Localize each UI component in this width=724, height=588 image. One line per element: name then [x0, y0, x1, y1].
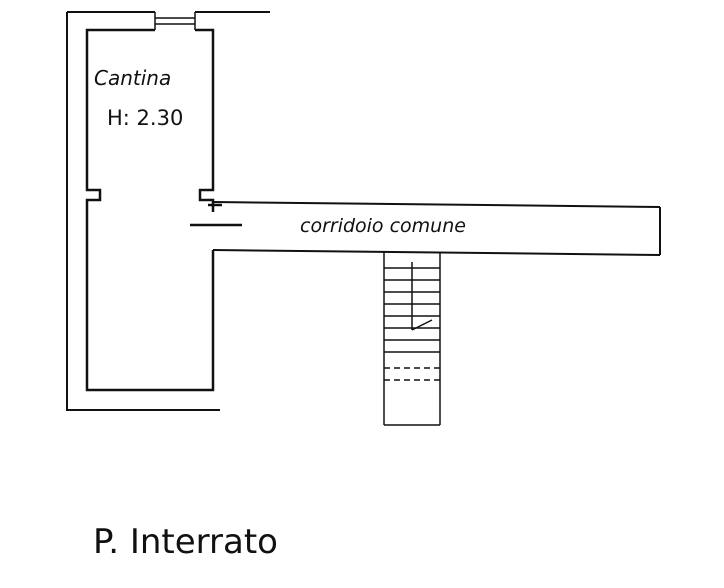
- outer-wall: [66, 11, 270, 411]
- cantina-label: Cantina: [94, 66, 171, 90]
- corridor-label: corridoio comune: [300, 215, 466, 237]
- plan-title: P. Interrato: [93, 522, 278, 562]
- inner-wall: [85, 28, 215, 392]
- door-opening: [190, 203, 242, 227]
- cantina-height-label: H: 2.30: [107, 106, 183, 130]
- corridor-walls: [212, 201, 661, 256]
- stair-arrow: [411, 262, 433, 331]
- window-opening: [154, 12, 196, 30]
